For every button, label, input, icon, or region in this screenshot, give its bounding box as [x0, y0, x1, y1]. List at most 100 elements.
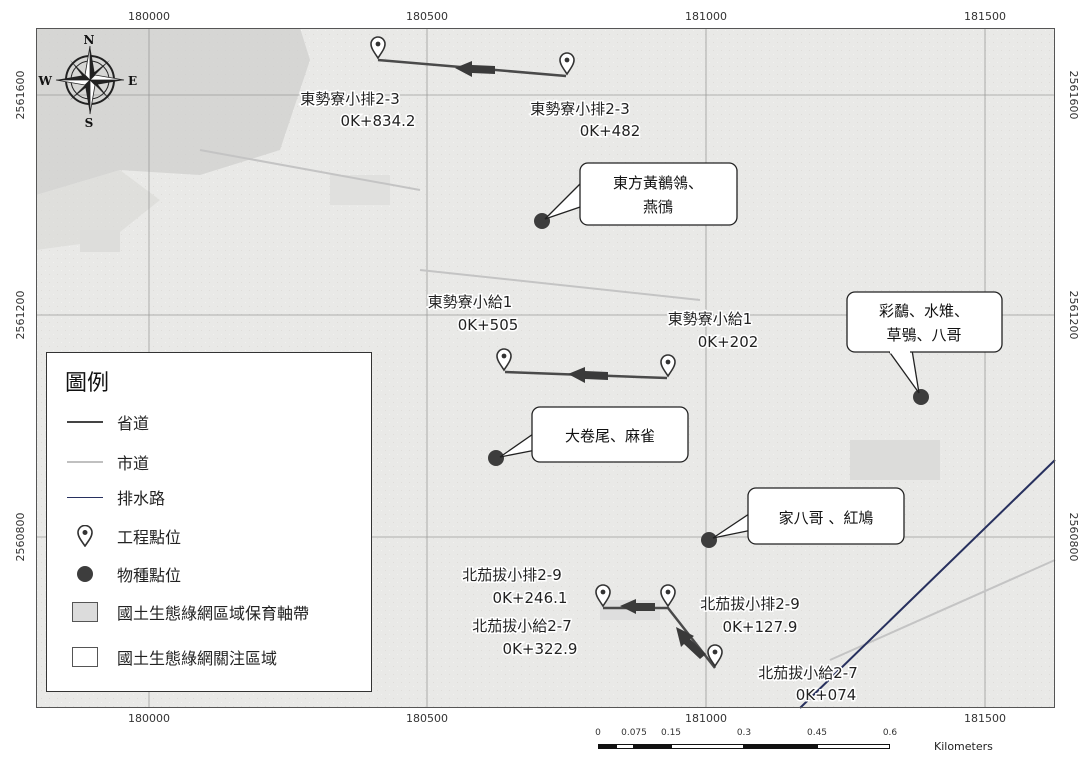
- x-tick-top: 181500: [964, 10, 1006, 23]
- drainage-line: [799, 459, 1056, 709]
- site-labels: 東勢寮小排2-3 0K+834.2 東勢寮小排2-3 0K+482 東勢寮小給1…: [299, 89, 860, 706]
- flow-arrow-icon: [455, 61, 495, 77]
- compass-e-label: E: [128, 74, 137, 88]
- site-label-s8-name: 北茄拔小給2-7: [758, 664, 858, 682]
- flow-arrows: [455, 61, 706, 659]
- map-pin-icon: [559, 52, 575, 76]
- species-callouts: 東方黃鶺鴒、 燕鴴 彩鷸、水雉、 草鴞、八哥 大卷尾、麻雀 家八哥 、紅鳩: [499, 162, 1003, 545]
- scale-tick: 0.45: [806, 728, 828, 738]
- city-road-line-icon: [67, 461, 103, 463]
- site-label-s5-name: 北茄拔小排2-9: [462, 566, 562, 584]
- site-label-s3-km: 0K+505: [458, 316, 519, 334]
- y-tick-right: 2561200: [1067, 291, 1080, 340]
- compass-s-label: S: [85, 116, 94, 130]
- legend-item-buffer-zone: 國土生態綠網區域保育軸帶: [61, 599, 309, 625]
- callout-c3-line-1: 大卷尾、麻雀: [565, 427, 655, 445]
- map-pin-icon: [707, 644, 723, 668]
- site-label-s1-name: 東勢寮小排2-3: [300, 90, 400, 108]
- legend-label: 省道: [117, 414, 150, 433]
- legend-label: 物種點位: [117, 566, 182, 585]
- provincial-road-line-icon: [67, 421, 103, 423]
- urban-area-2: [36, 170, 160, 250]
- y-ticks-left: 2561600 2561200 2560800: [14, 71, 27, 562]
- compass-n-label: N: [84, 33, 95, 47]
- y-tick-left: 2561200: [14, 291, 27, 340]
- dot-icon: [77, 566, 93, 582]
- flow-arrow-icon: [676, 627, 706, 659]
- callout-c2[interactable]: 彩鷸、水雉、 草鴞、八哥: [846, 291, 1003, 394]
- engineering-pins: [370, 36, 723, 668]
- map-pin-icon: [595, 584, 611, 608]
- site-label-s6-name: 北茄拔小給2-7: [472, 617, 572, 635]
- legend-panel: 圖例 省道 市道 排水路 工程點位 物種點位 國土生態綠網區域保育軸帶 國土生態…: [46, 352, 372, 692]
- gray-box-icon: [72, 602, 98, 622]
- callout-c4-line-1: 家八哥 、紅鳩: [779, 509, 874, 527]
- drainage-line-icon: [67, 496, 103, 498]
- x-tick-top: 180000: [128, 10, 170, 23]
- species-dot-icon: [913, 389, 929, 405]
- species-dots: [488, 213, 929, 548]
- x-tick-bottom: 180000: [128, 712, 170, 725]
- map-frame: [36, 28, 1055, 708]
- y-tick-right: 2560800: [1067, 513, 1080, 562]
- white-box-icon: [72, 647, 98, 667]
- callout-c1[interactable]: 東方黃鶺鴒、 燕鴴: [544, 162, 738, 226]
- site-label-s2-name: 東勢寮小排2-3: [530, 100, 630, 118]
- field-parcel: [850, 440, 940, 480]
- scale-tick: 0.15: [660, 728, 682, 738]
- scale-segment: [634, 744, 671, 749]
- callout-c2-line-1: 彩鷸、水雉、: [879, 302, 969, 320]
- legend-item-focus-area: 國土生態綠網關注區域: [61, 644, 277, 670]
- legend-title: 圖例: [65, 371, 110, 396]
- callout-c1-line-2: 燕鴴: [643, 198, 673, 216]
- legend-label: 市道: [117, 454, 150, 473]
- site-label-s7-name: 北茄拔小排2-9: [700, 595, 800, 613]
- scale-segment: [598, 744, 616, 749]
- callout-c4[interactable]: 家八哥 、紅鳩: [712, 487, 905, 545]
- callout-c3[interactable]: 大卷尾、麻雀: [499, 406, 689, 463]
- legend-label: 國土生態綠網區域保育軸帶: [117, 604, 310, 623]
- site-label-s3-name: 東勢寮小給1: [428, 293, 513, 311]
- scale-segment: [817, 744, 890, 749]
- scale-tick: 0: [595, 728, 601, 738]
- species-dot-icon: [701, 532, 717, 548]
- scale-segment: [744, 744, 817, 749]
- site-label-s6-km: 0K+322.9: [503, 640, 578, 658]
- urban-area: [36, 28, 310, 195]
- scale-segment: [616, 744, 634, 749]
- legend-item-provincial-road: 省道: [61, 409, 149, 435]
- y-tick-left: 2560800: [14, 513, 27, 562]
- x-tick-top: 180500: [406, 10, 448, 23]
- compass-rose-icon: N S E W: [38, 33, 138, 130]
- map-pin-icon: [660, 354, 676, 378]
- x-tick-bottom: 181500: [964, 712, 1006, 725]
- y-tick-right: 2561600: [1067, 71, 1080, 120]
- flow-arrow-icon: [568, 367, 608, 383]
- scale-tick: 0.3: [736, 728, 752, 738]
- scale-segment: [671, 744, 744, 749]
- x-tick-top: 181000: [685, 10, 727, 23]
- site-label-s8-km: 0K+074: [796, 686, 857, 704]
- x-tick-bottom: 180500: [406, 712, 448, 725]
- species-dot-icon: [534, 213, 550, 229]
- map-pin-icon: [370, 36, 386, 60]
- scale-bar: 0 0.075 0.15 0.3 0.45 0.6 Kilometers: [595, 728, 998, 754]
- scale-tick: 0.075: [621, 728, 647, 738]
- flow-arrow-icon: [620, 599, 655, 614]
- map-pin-icon: [660, 584, 676, 608]
- y-tick-left: 2561600: [14, 71, 27, 120]
- site-label-s7-km: 0K+127.9: [723, 618, 798, 636]
- site-label-s5-km: 0K+246.1: [493, 589, 568, 607]
- x-ticks-top: 180000 180500 181000 181500: [128, 10, 1006, 23]
- y-ticks-right: 2561600 2561200 2560800: [1067, 71, 1080, 562]
- callout-c1-line-1: 東方黃鶺鴒、: [613, 174, 703, 192]
- x-ticks-bottom: 180000 180500 181000 181500: [128, 712, 1006, 725]
- compass-w-label: W: [38, 74, 53, 88]
- legend-item-engineering-site: 工程點位: [61, 523, 181, 549]
- map-pin-icon: [77, 525, 93, 547]
- site-label-s4-name: 東勢寮小給1: [668, 310, 753, 328]
- site-label-s4-km: 0K+202: [698, 333, 759, 351]
- legend-item-species-site: 物種點位: [61, 561, 181, 587]
- scale-unit: Kilometers: [934, 740, 993, 753]
